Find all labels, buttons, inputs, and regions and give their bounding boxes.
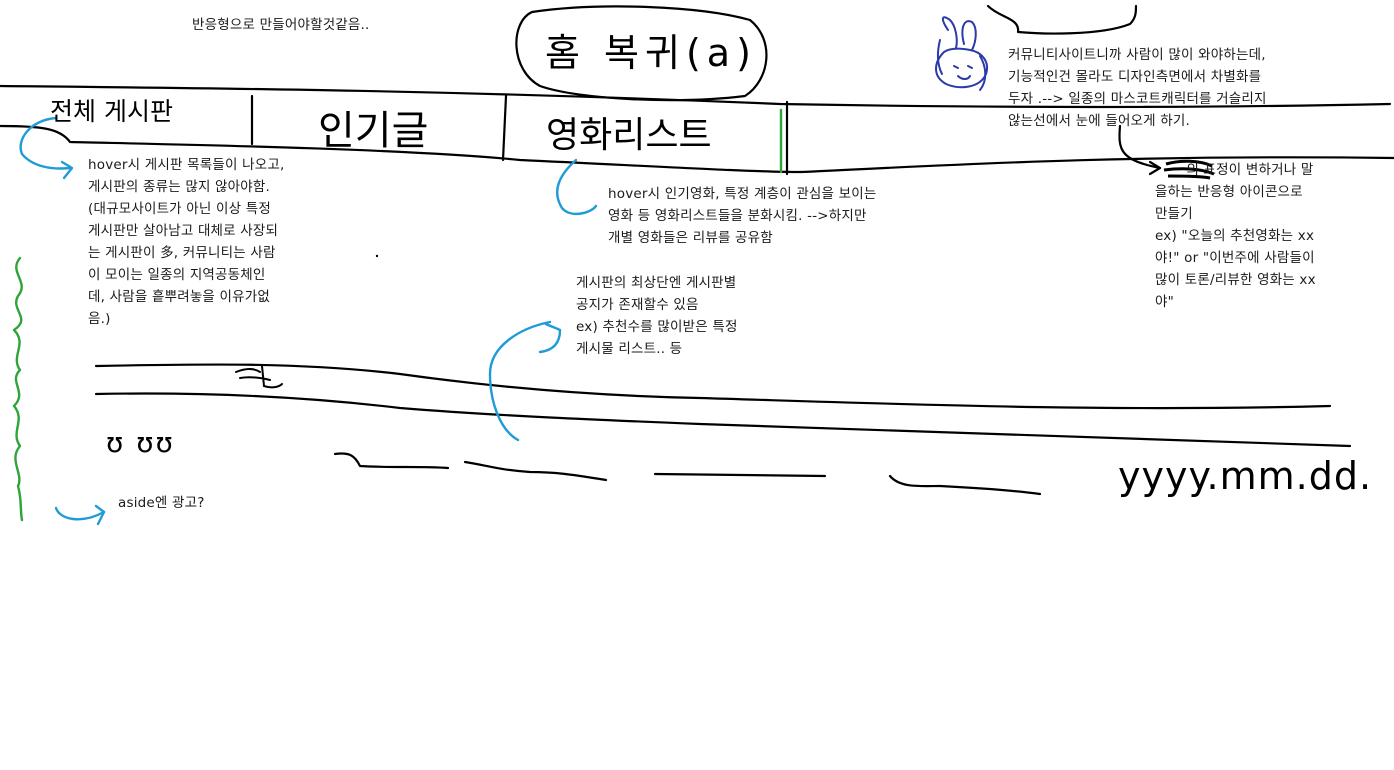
nav-item-popular[interactable]: 인기글 — [318, 108, 429, 154]
notice-note-arrow — [488, 320, 552, 442]
notice-note: 게시판의 최상단엔 게시판별 공지가 존재할수 있음 ex) 추천수를 많이받은… — [576, 275, 738, 357]
nav-item-all-boards[interactable]: 전체 게시판 — [50, 97, 173, 126]
notice-bar-label: 공지 — [240, 362, 266, 382]
mascot-note: 커뮤니티사이트니까 사람이 많이 와야하는데, 기능적인건 몰라도 디자인측면에… — [1008, 47, 1267, 129]
boards-note-arrow — [19, 116, 72, 170]
mascot-detail-note: 의 표정이 변하거나 말 을하는 반응형 아이콘으로 만들기 ex) "오늘의 … — [1155, 162, 1316, 310]
nav-top-line — [0, 84, 1392, 109]
top-note: 반응형으로 만들어야할것같음.. — [192, 17, 370, 33]
notice-bar-bottom — [94, 392, 1352, 448]
aside-note-arrow — [54, 506, 106, 521]
nav-item-movie-list[interactable]: 영화리스트 — [546, 115, 712, 156]
aside-green-line — [12, 256, 24, 522]
movies-note-arrow — [556, 158, 598, 216]
speech-bubble — [986, 4, 1138, 35]
aside-note: aside엔 광고? — [118, 495, 205, 511]
mascot-arrow — [1118, 124, 1162, 170]
row-date-placeholder: yyyy.mm.dd. — [1118, 454, 1373, 498]
boards-note: hover시 게시판 목록들이 나오고, 게시판의 종류는 많지 않아야함. (… — [88, 157, 285, 327]
row-author-placeholder: ʊ ʊʊ — [106, 426, 175, 459]
nav-divider-2 — [501, 94, 508, 162]
nav-bottom-line — [0, 124, 1394, 174]
notice-bar-top — [94, 363, 1332, 410]
scribble-blob — [1163, 159, 1215, 180]
notice-bar-label-scribble — [235, 365, 283, 389]
movies-note: hover시 인기영화, 특정 계층이 관심을 보이는 영화 등 영화리스트들을… — [608, 186, 877, 246]
logo-circle — [515, 5, 768, 102]
mascot-rabbit-icon — [935, 16, 988, 91]
logo-home-link[interactable]: 홈 복귀(a) — [545, 31, 757, 75]
